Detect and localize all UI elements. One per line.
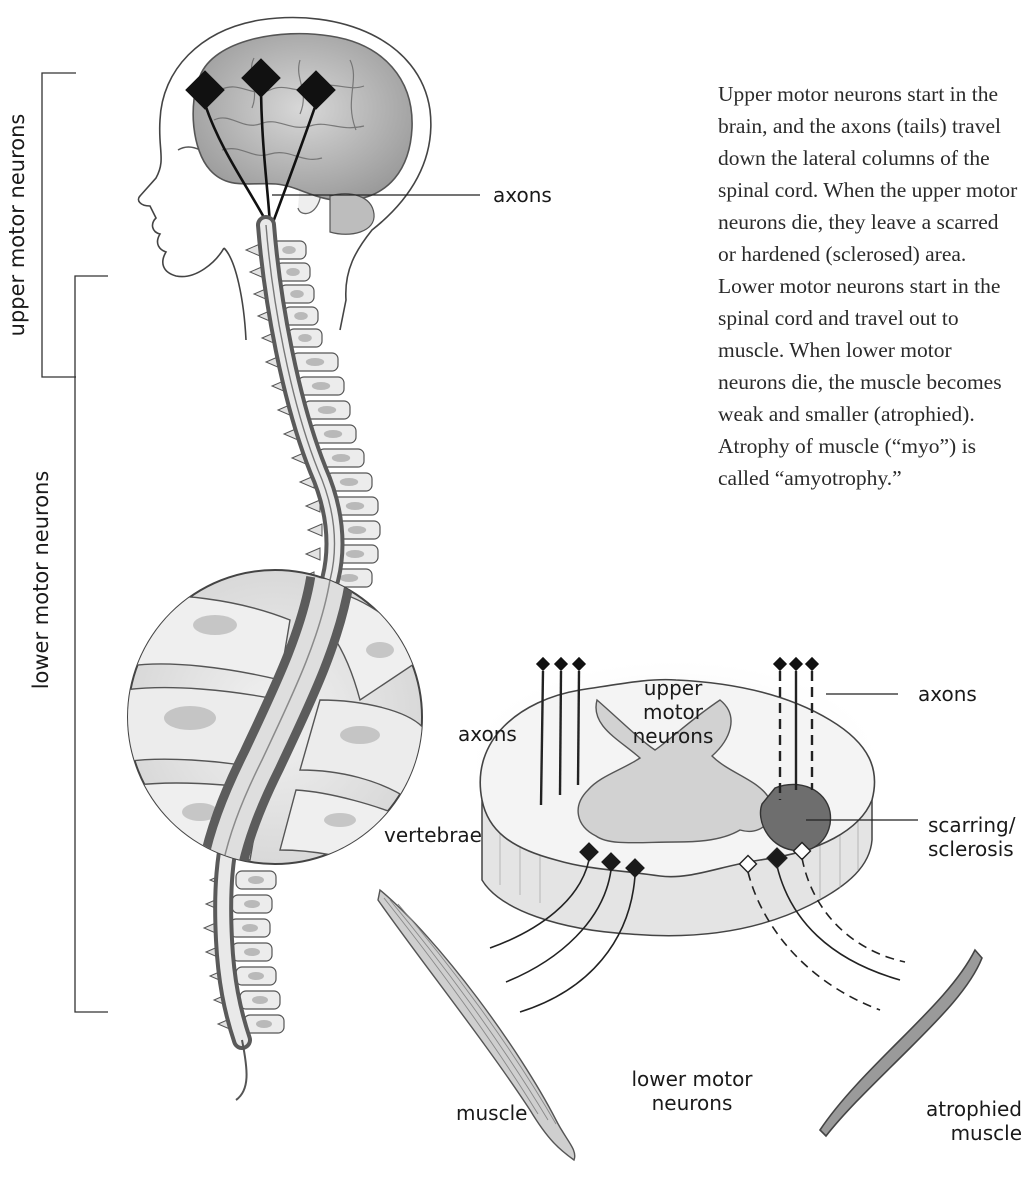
vertebra-spot [332, 454, 350, 462]
lower-motor-neurons-bracket-label: lower motor neurons [29, 471, 53, 690]
vertebra-spot [294, 312, 308, 320]
vertebra-spot [252, 996, 268, 1004]
upper-motor-neurons-cs-line2: motor [643, 700, 704, 724]
vertebra-spot [286, 268, 300, 276]
scarring-label-line1: scarring/ [928, 813, 1016, 837]
lower-motor-neurons-cs-line2: neurons [652, 1091, 733, 1115]
vertebra-spot [242, 924, 258, 932]
vertebra-spot [248, 876, 264, 884]
vertebra-spot [312, 382, 330, 390]
vertebra-spot [282, 246, 296, 254]
scarring-label-line2: sclerosis [928, 837, 1014, 861]
spinous-process [308, 524, 322, 536]
eye-shape [178, 147, 200, 150]
atrophied-muscle-label-line1: atrophied [926, 1097, 1022, 1121]
axons-right-label: axons [918, 682, 977, 706]
vertebra-spot [340, 478, 358, 486]
neuron-body-diamond [554, 657, 568, 671]
vertebra-spot [346, 550, 364, 558]
upper-motor-neurons-cs-line1: upper [644, 676, 703, 700]
neuron-body-diamond [789, 657, 803, 671]
vertebra-spot [318, 406, 336, 414]
vertebra-spot [340, 574, 358, 582]
cerebellum [330, 194, 374, 235]
vertebra-spot [248, 972, 264, 980]
neuron-body-diamond [536, 657, 550, 671]
vertebra-spot [244, 900, 260, 908]
atrophied-muscle-label-line2: muscle [951, 1121, 1022, 1145]
vertebrae-label: vertebrae [384, 823, 482, 847]
vertebra-spot [306, 358, 324, 366]
vertebra-spot [290, 290, 304, 298]
spine-magnifier [124, 570, 425, 880]
brain [193, 34, 412, 201]
vertebra-spot [348, 526, 366, 534]
spinous-process [306, 500, 320, 512]
vertebra-spot [324, 430, 342, 438]
vertebra-spot [298, 334, 312, 342]
axons-brain-label: axons [493, 183, 552, 207]
vertebra-spot [346, 502, 364, 510]
lower-motor-neurons-bracket [75, 276, 108, 1012]
vertebra-spot [244, 948, 260, 956]
spinous-process [306, 548, 320, 560]
right-upper-neuron-bodies [773, 657, 819, 671]
vertebra-spot [256, 1020, 272, 1028]
upper-motor-neurons-label: upper motor neurons [5, 114, 29, 337]
lower-motor-neurons-cs-line1: lower motor [631, 1067, 753, 1091]
neuron-body-diamond [805, 657, 819, 671]
description-paragraph: Upper motor neurons start in the brain, … [718, 78, 1018, 494]
axons-left-label: axons [458, 722, 517, 746]
upper-motor-neurons-cs-line3: neurons [633, 724, 714, 748]
upper-motor-neurons-bracket [42, 73, 76, 377]
left-upper-neuron-bodies [536, 657, 586, 671]
muscle-label: muscle [456, 1101, 527, 1125]
